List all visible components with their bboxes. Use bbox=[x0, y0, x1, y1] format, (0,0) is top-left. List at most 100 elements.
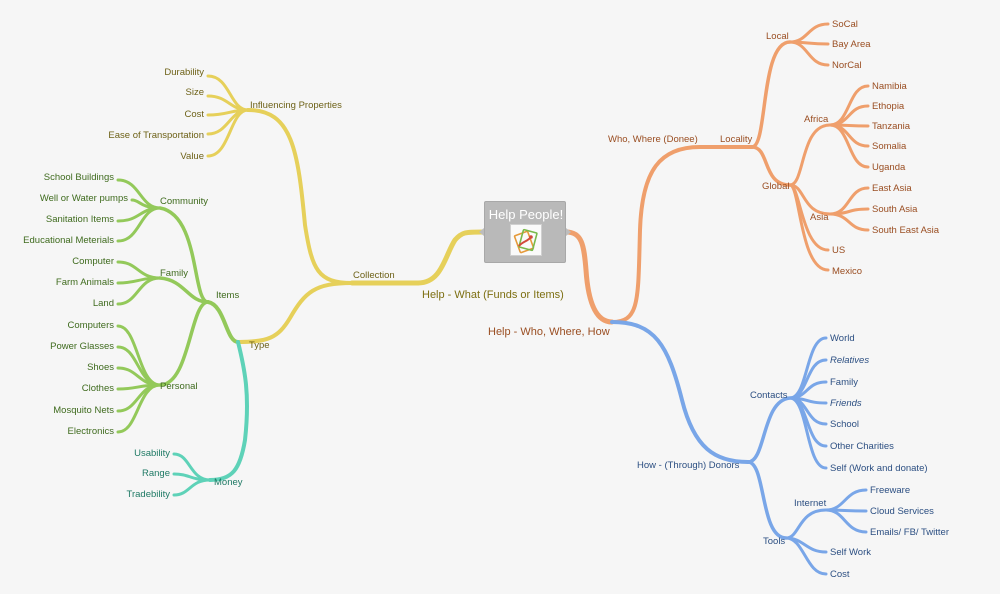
edge-items-personal bbox=[158, 300, 210, 387]
edge-internet-freeware bbox=[824, 488, 868, 512]
node-local-item[interactable]: SoCal bbox=[832, 19, 858, 30]
edge-items-family bbox=[158, 276, 210, 304]
node-family-item[interactable]: Land bbox=[93, 298, 114, 309]
node-money[interactable]: Money bbox=[214, 477, 243, 488]
node-community-item[interactable]: School Buildings bbox=[44, 172, 114, 183]
edge-how-contacts bbox=[746, 396, 792, 464]
edge-global-africa bbox=[788, 123, 832, 187]
node-personal-item[interactable]: Mosquito Nets bbox=[53, 405, 114, 416]
node-collection[interactable]: Collection bbox=[353, 270, 395, 281]
edge-collection-type bbox=[236, 281, 354, 344]
node-contacts-item[interactable]: Friends bbox=[830, 398, 862, 409]
edge-tools-cost bbox=[784, 536, 828, 576]
node-contacts[interactable]: Contacts bbox=[750, 390, 788, 401]
node-africa-item[interactable]: Ethopia bbox=[872, 101, 905, 112]
node-property-value[interactable]: Value bbox=[180, 151, 204, 162]
node-contacts-item[interactable]: School bbox=[830, 419, 859, 430]
node-property-durability[interactable]: Durability bbox=[164, 67, 204, 78]
node-africa-item[interactable]: Somalia bbox=[872, 141, 907, 152]
node-property-size[interactable]: Size bbox=[186, 87, 204, 98]
node-local[interactable]: Local bbox=[766, 31, 789, 42]
edge-money-tradebility bbox=[172, 478, 212, 497]
node-asia-item[interactable]: South East Asia bbox=[872, 225, 940, 236]
edge-infl-durability bbox=[206, 74, 250, 112]
node-contacts-item[interactable]: Relatives bbox=[830, 355, 869, 366]
node-internet-item[interactable]: Freeware bbox=[870, 485, 910, 496]
node-internet[interactable]: Internet bbox=[794, 498, 827, 509]
node-how[interactable]: How - (Through) Donors bbox=[637, 460, 740, 471]
node-internet-item[interactable]: Emails/ FB/ Twitter bbox=[870, 527, 949, 538]
node-tools-item[interactable]: Cost bbox=[830, 569, 850, 580]
node-type[interactable]: Type bbox=[249, 340, 270, 351]
node-personal-item[interactable]: Power Glasses bbox=[50, 341, 114, 352]
edge-infl-value bbox=[206, 108, 250, 158]
node-community-item[interactable]: Educational Meterials bbox=[23, 235, 114, 246]
edge-locality-global bbox=[750, 145, 792, 187]
node-personal-item[interactable]: Shoes bbox=[87, 362, 114, 373]
edge-family-land bbox=[116, 276, 162, 306]
node-asia[interactable]: Asia bbox=[810, 212, 829, 223]
node-asia-item[interactable]: South Asia bbox=[872, 204, 918, 215]
node-africa-item[interactable]: Uganda bbox=[872, 162, 906, 173]
node-contacts-item[interactable]: World bbox=[830, 333, 855, 344]
node-africa-item[interactable]: Namibia bbox=[872, 81, 908, 92]
node-property-cost[interactable]: Cost bbox=[184, 109, 204, 120]
node-local-item[interactable]: Bay Area bbox=[832, 39, 871, 50]
node-local-item[interactable]: NorCal bbox=[832, 60, 862, 71]
edge-personal-glasses bbox=[116, 345, 162, 387]
edge-contacts-self bbox=[788, 396, 828, 470]
edge-africa-uganda bbox=[828, 123, 870, 169]
node-family[interactable]: Family bbox=[160, 268, 188, 279]
edge-collection-influencing bbox=[246, 108, 354, 285]
node-personal[interactable]: Personal bbox=[160, 381, 198, 392]
root-node[interactable]: Help People! bbox=[484, 201, 566, 263]
node-internet-item[interactable]: Cloud Services bbox=[870, 506, 934, 517]
edge-infl-size bbox=[206, 94, 250, 112]
node-property-ease[interactable]: Ease of Transportation bbox=[108, 130, 204, 141]
edge-community-educational bbox=[116, 206, 162, 243]
root-left-handle-icon[interactable] bbox=[479, 228, 484, 236]
node-money-item[interactable]: Usability bbox=[134, 448, 170, 459]
node-family-item[interactable]: Computer bbox=[72, 256, 114, 267]
node-contacts-item[interactable]: Family bbox=[830, 377, 858, 388]
node-money-item[interactable]: Range bbox=[142, 468, 170, 479]
edge-locality-local bbox=[750, 40, 792, 149]
edge-asia-southeast bbox=[828, 212, 870, 232]
node-global-item[interactable]: Mexico bbox=[832, 266, 862, 277]
branch-what-label[interactable]: Help - What (Funds or Items) bbox=[422, 289, 564, 301]
node-influencing-properties[interactable]: Influencing Properties bbox=[250, 100, 342, 111]
node-community[interactable]: Community bbox=[160, 196, 208, 207]
edge-items-community bbox=[158, 206, 210, 304]
node-money-item[interactable]: Tradebility bbox=[127, 489, 171, 500]
edge-personal-electronics bbox=[116, 383, 162, 434]
node-tools[interactable]: Tools bbox=[763, 536, 785, 547]
node-personal-item[interactable]: Computers bbox=[68, 320, 115, 331]
edge-type-items bbox=[206, 300, 240, 344]
node-asia-item[interactable]: East Asia bbox=[872, 183, 912, 194]
hand-heart-icon bbox=[510, 224, 542, 256]
node-personal-item[interactable]: Electronics bbox=[68, 426, 115, 437]
edge-type-money bbox=[208, 340, 250, 482]
node-africa-item[interactable]: Tanzania bbox=[872, 121, 911, 132]
node-tools-item[interactable]: Self Work bbox=[830, 547, 871, 558]
edge-root-what bbox=[415, 229, 487, 286]
branch-who-where-how-label[interactable]: Help - Who, Where, How bbox=[488, 326, 610, 338]
root-right-handle-icon[interactable] bbox=[566, 228, 571, 236]
root-title: Help People! bbox=[488, 207, 564, 222]
node-community-item[interactable]: Sanitation Items bbox=[46, 214, 114, 225]
node-contacts-item[interactable]: Self (Work and donate) bbox=[830, 463, 928, 474]
edge-root-whowherehow bbox=[563, 229, 615, 325]
edge-global-mexico bbox=[788, 183, 830, 272]
node-locality[interactable]: Locality bbox=[720, 134, 752, 145]
node-who-where[interactable]: Who, Where (Donee) bbox=[608, 134, 698, 145]
node-family-item[interactable]: Farm Animals bbox=[56, 277, 114, 288]
node-global-item[interactable]: US bbox=[832, 245, 845, 256]
node-global[interactable]: Global bbox=[762, 181, 789, 192]
node-items[interactable]: Items bbox=[216, 290, 239, 301]
node-personal-item[interactable]: Clothes bbox=[82, 383, 114, 394]
node-contacts-item[interactable]: Other Charities bbox=[830, 441, 894, 452]
node-community-item[interactable]: Well or Water pumps bbox=[40, 193, 128, 204]
node-africa[interactable]: Africa bbox=[804, 114, 829, 125]
